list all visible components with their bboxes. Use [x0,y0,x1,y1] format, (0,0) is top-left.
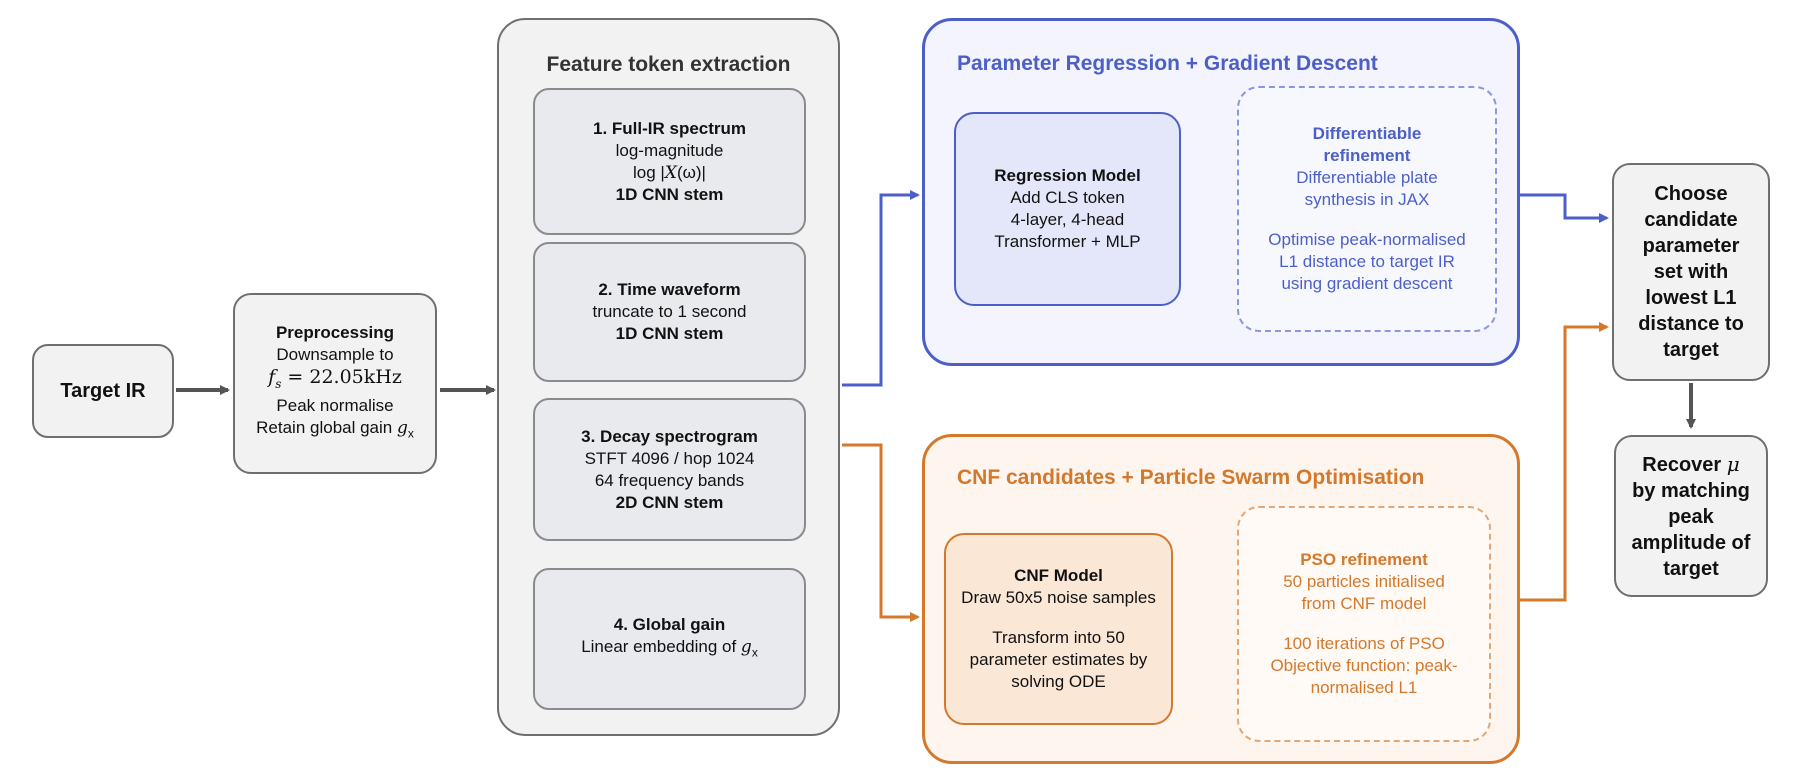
differentiable-refinement-box: Differentiable refinement Differentiable… [1237,86,1497,332]
pso-line: normalised L1 [1310,678,1418,697]
cnf-model-line: Draw 50x5 noise samples [961,588,1156,607]
choose-line: parameter [1642,235,1740,257]
gain-variable: g [396,418,408,439]
retain-gain-text: Retain global gain [256,418,397,438]
refinement-line: using gradient descent [1281,274,1453,293]
preprocessing-peak-normalise: Peak normalise [276,396,394,416]
arrow-features-to-cnf [842,443,920,622]
recover-mu-box: Recover μ by matching peak amplitude of … [1614,435,1768,597]
card-formula: log |X(ω)| [633,162,706,184]
refinement-line: Optimise peak-normalised [1268,230,1466,249]
feature-card-waveform: 2. Time waveform truncate to 1 second 1D… [533,242,806,382]
card-line: 64 frequency bands [594,470,745,490]
regression-model-title: Regression Model [994,166,1141,185]
formula-prefix: log | [633,162,665,182]
pso-line: 50 particles initialised [1283,572,1445,591]
regression-model-line: Transformer + MLP [994,232,1141,251]
pso-refinement-box: PSO refinement 50 particles initialised … [1237,506,1491,742]
recover-line: by matching [1632,479,1750,502]
arrow-regression-to-choose [1518,193,1609,223]
card-line: Linear embedding of gx [581,636,758,663]
recover-line: amplitude of [1631,531,1751,554]
preprocessing-sample-rate: fs = 22.05kHz [268,366,402,395]
formula-suffix: (ω)| [676,162,706,182]
card-line: STFT 4096 / hop 1024 [584,448,755,468]
regression-panel-title: Parameter Regression + Gradient Descent [957,52,1378,75]
pso-line: from CNF model [1301,594,1427,613]
refinement-line: synthesis in JAX [1304,190,1430,209]
choose-line: distance to [1638,313,1744,335]
refinement-title: refinement [1323,146,1411,165]
target-ir-box: Target IR [32,344,174,438]
fs-subscript: s [275,377,282,392]
choose-line: candidate [1644,209,1738,231]
gain-subscript: x [751,645,758,660]
refinement-line: L1 distance to target IR [1279,252,1455,271]
mu-symbol: μ [1726,451,1740,476]
gain-subscript: x [407,426,414,441]
card-title: 1. Full-IR spectrum [592,118,747,138]
preprocessing-title: Preprocessing [275,323,395,343]
regression-model-line: Add CLS token [1010,188,1125,207]
gain-embedding-text: Linear embedding of [581,637,741,657]
recover-text: Recover [1642,453,1727,476]
pso-line: 100 iterations of PSO [1283,634,1445,653]
pso-line: Objective function: peak- [1270,656,1458,675]
choose-candidate-box: Choose candidate parameter set with lowe… [1612,163,1770,381]
feature-card-gain: 4. Global gain Linear embedding of gx [533,568,806,710]
feature-card-spectrogram: 3. Decay spectrogram STFT 4096 / hop 102… [533,398,806,541]
fs-variable: f [268,366,276,389]
card-title: 2. Time waveform [598,280,741,299]
card-stem: 1D CNN stem [615,324,724,343]
formula-x: X [664,162,677,183]
card-title: 4. Global gain [613,615,726,635]
cnf-model-title: CNF Model [1014,566,1103,585]
cnf-model-line: parameter estimates by [969,650,1148,669]
cnf-model-box: CNF Model Draw 50x5 noise samples Transf… [944,533,1173,725]
preprocessing-retain-gain: Retain global gain gx [256,417,414,444]
arrow-features-to-regression [842,190,920,387]
choose-line: set with [1653,261,1729,283]
refinement-line: Differentiable plate [1296,168,1438,187]
regression-model-line: 4-layer, 4-head [1010,210,1125,229]
recover-line: peak [1668,505,1714,528]
choose-line: target [1663,339,1719,361]
regression-model-box: Regression Model Add CLS token 4-layer, … [954,112,1181,306]
gain-variable: g [740,637,752,658]
choose-line: lowest L1 [1645,287,1737,309]
cnf-panel-title: CNF candidates + Particle Swarm Optimisa… [957,466,1425,489]
feature-extraction-title: Feature token extraction [546,53,791,76]
card-title: 3. Decay spectrogram [581,426,758,446]
card-line: log-magnitude [615,140,724,160]
pso-title: PSO refinement [1300,550,1428,569]
card-stem: 1D CNN stem [615,184,724,204]
recover-line: target [1663,557,1719,580]
fs-value: = 22.05kHz [281,366,402,389]
cnf-model-line: solving ODE [1011,672,1106,691]
cnf-model-line: Transform into 50 [992,628,1125,647]
feature-card-spectrum: 1. Full-IR spectrum log-magnitude log |X… [533,88,806,235]
refinement-title: Differentiable [1312,124,1422,143]
arrow-cnf-to-choose [1518,322,1609,602]
preprocessing-downsample: Downsample to [276,345,394,365]
choose-line: Choose [1654,183,1728,205]
preprocessing-box: Preprocessing Downsample to fs = 22.05kH… [233,293,437,474]
target-ir-label: Target IR [60,380,146,402]
card-stem: 2D CNN stem [615,492,724,512]
card-line: truncate to 1 second [592,302,747,321]
recover-line: Recover μ [1642,451,1740,478]
